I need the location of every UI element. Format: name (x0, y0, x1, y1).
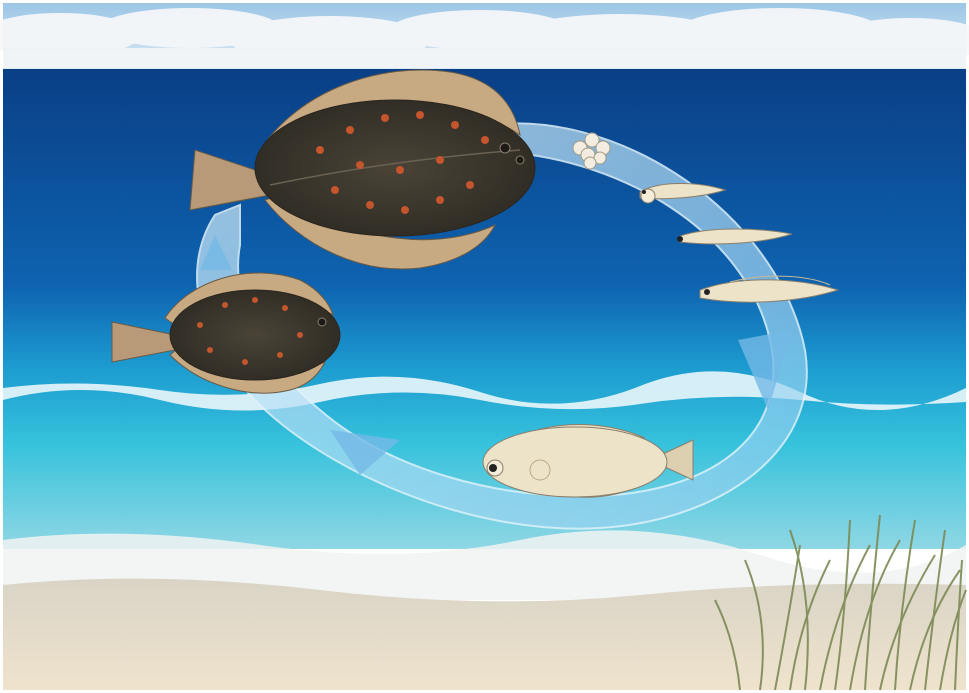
young-body (170, 290, 340, 380)
clouds (0, 8, 969, 68)
adult-body (255, 100, 535, 236)
young-eye (318, 318, 326, 326)
adult-eye (500, 143, 510, 153)
adult-eye-2 (516, 156, 524, 164)
